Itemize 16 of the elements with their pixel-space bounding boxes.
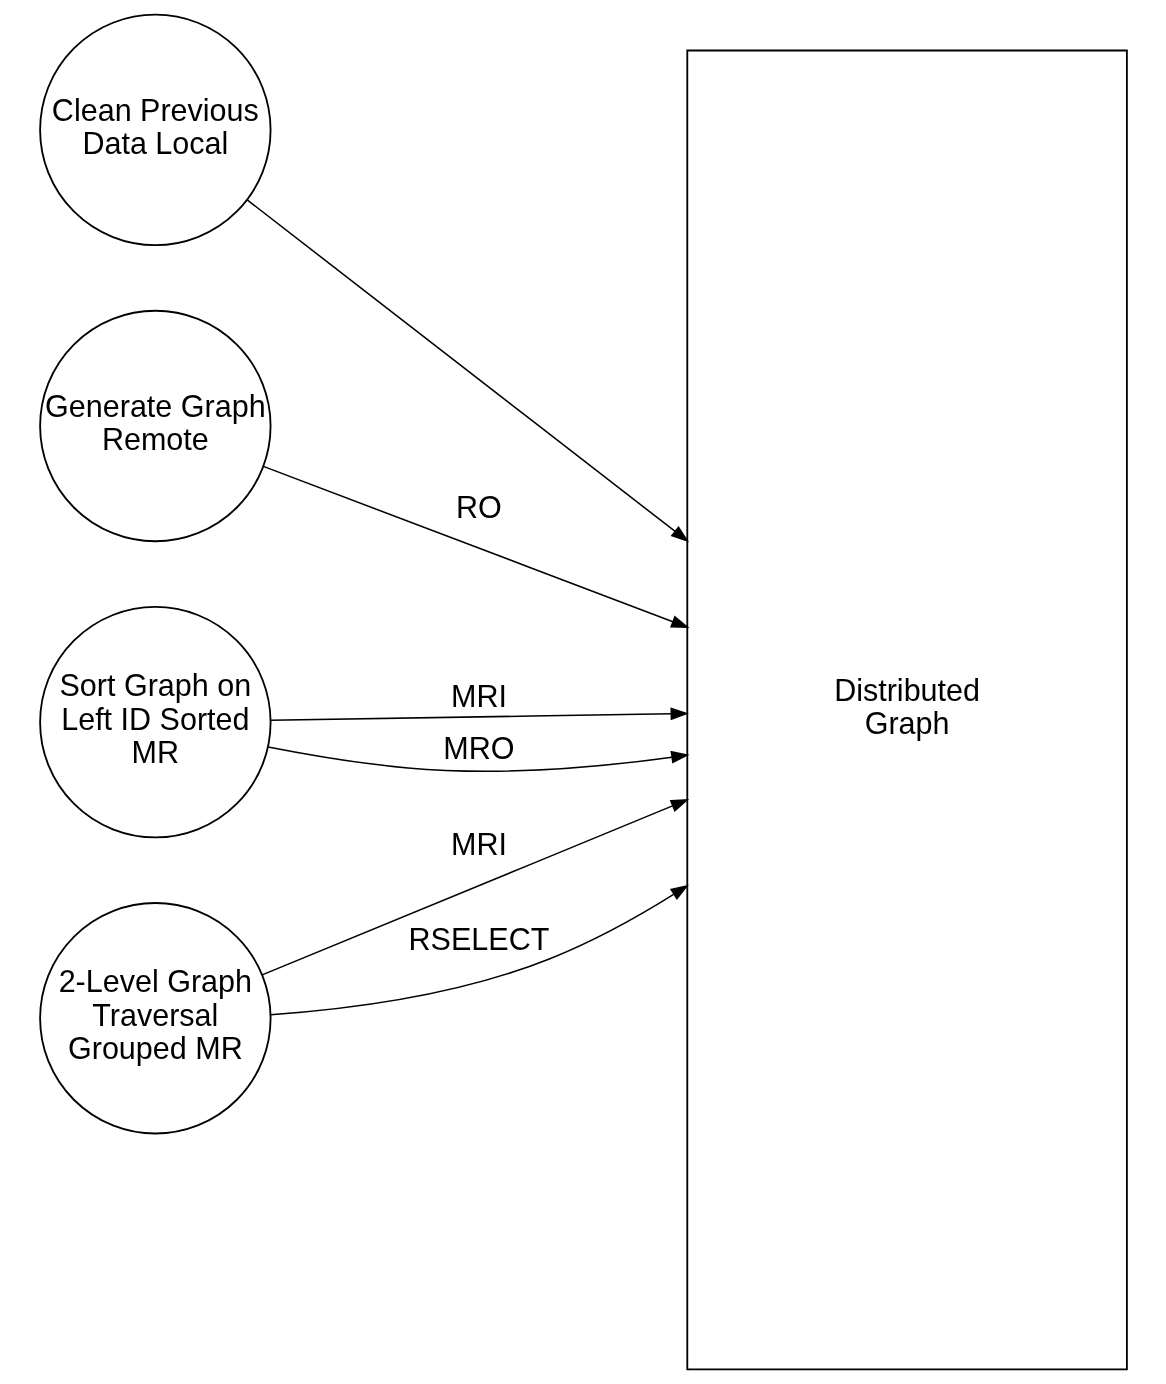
arrow	[269, 707, 689, 722]
arrow	[262, 465, 689, 628]
node-box: Distributed Graph	[685, 49, 1128, 1371]
edge-label: RSELECT	[408, 921, 549, 956]
edge-label: MRO	[442, 730, 515, 765]
edge-label: RO	[455, 489, 502, 524]
node-circle: Generate Graph Remote	[38, 309, 271, 543]
arrow	[266, 746, 689, 772]
edge-label: MRI	[450, 678, 507, 713]
node-circle: 2-Level Graph Traversal Grouped MR	[38, 902, 271, 1135]
node-circle: Sort Graph on Left ID Sorted MR	[38, 606, 271, 839]
arrow	[269, 884, 689, 1016]
node-circle: Clean Previous Data Local	[38, 13, 271, 247]
edge-label: MRI	[450, 826, 507, 861]
arrow	[245, 199, 689, 543]
arrow	[260, 799, 689, 976]
